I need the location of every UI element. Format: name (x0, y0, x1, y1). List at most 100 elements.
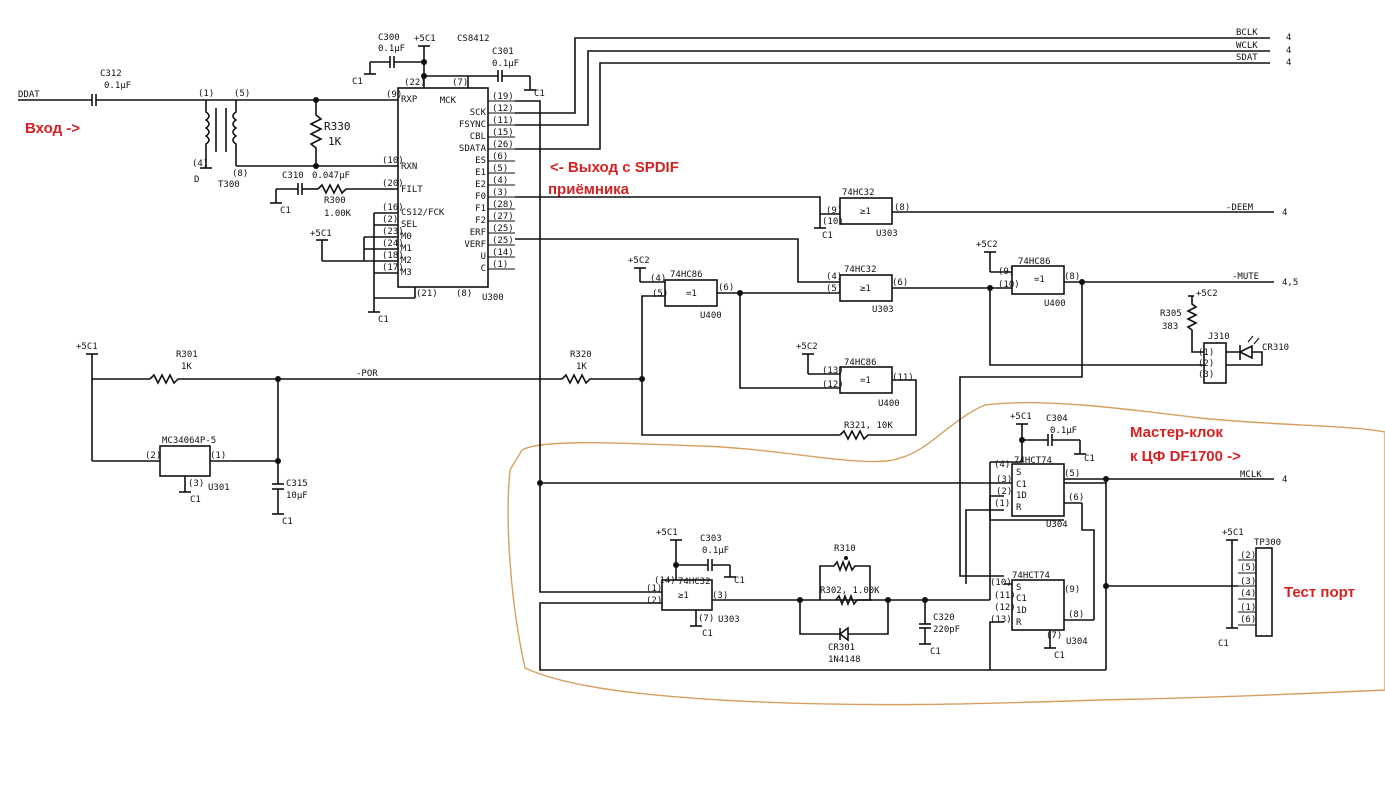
u304b-name: 74HCT74 (1012, 571, 1050, 581)
u304b-label-s: S (1016, 583, 1021, 593)
u400c-pin10: (10) (998, 280, 1020, 290)
r330-value: 1K (328, 135, 342, 148)
u303a-pin8: (8) (894, 203, 910, 213)
u400b-pin12: (12) (822, 380, 844, 390)
p5c2-u400c: +5C2 (976, 240, 998, 250)
c312-value: 0.1µF (104, 81, 131, 91)
svg-text:(1): (1) (492, 260, 508, 270)
svg-text:M2: M2 (401, 256, 412, 266)
c1-u304b: C1 (1054, 651, 1065, 661)
r321-label: R321, 10K (844, 421, 893, 431)
c310-value: 0.047µF (312, 171, 350, 181)
svg-text:(6): (6) (1240, 615, 1256, 625)
svg-text:U: U (481, 252, 486, 262)
annotation-input: Вход -> (25, 120, 80, 137)
t300-pin4: (4) (192, 159, 208, 169)
r301-ref: R301 (176, 350, 198, 360)
annotation-test-port: Тест порт (1284, 584, 1355, 601)
u301-chip (159, 445, 211, 477)
u304b-pin11: (11) (994, 591, 1016, 601)
u400c-pin9: (9) (998, 267, 1014, 277)
svg-text:CBL: CBL (470, 132, 486, 142)
p5c2-r305: +5C2 (1196, 289, 1218, 299)
u400b-name: 74HC86 (844, 358, 877, 368)
svg-text:(5): (5) (492, 164, 508, 174)
svg-text:(10): (10) (382, 156, 404, 166)
svg-text:(3): (3) (1240, 577, 1256, 587)
c315-value: 10µF (286, 491, 308, 501)
svg-text:(20): (20) (382, 179, 404, 189)
u303b-pin6: (6) (892, 278, 908, 288)
u304a-pin5: (5) (1064, 469, 1080, 479)
p5c1-r301: +5C1 (76, 342, 98, 352)
u303b-sym: ≥1 (860, 284, 871, 294)
svg-text:(9): (9) (386, 90, 402, 100)
net-label-wclk: WCLK (1236, 41, 1258, 51)
c300-ref: C300 (378, 33, 400, 43)
c1-u303-deem: C1 (822, 231, 833, 241)
net-ref-mclk: 4 (1282, 475, 1287, 485)
svg-text:C: C (481, 264, 486, 274)
u303a-ref: U303 (876, 229, 898, 239)
svg-text:M0: M0 (401, 232, 412, 242)
u400a-pin5: (5) (652, 289, 668, 299)
annotation-mclk-1: Мастер-клок (1130, 424, 1223, 441)
net-label-bclk: BCLK (1236, 28, 1258, 38)
r301-value: 1K (181, 362, 192, 372)
u300-ref: U300 (482, 293, 504, 303)
c1-c300: C1 (352, 77, 363, 87)
c315-ref: C315 (286, 479, 308, 489)
u303b-name: 74HC32 (844, 265, 877, 275)
svg-text:(28): (28) (492, 200, 514, 210)
c303-ref: C303 (700, 534, 722, 544)
t300-pin5: (5) (234, 89, 250, 99)
svg-text:(23): (23) (382, 227, 404, 237)
r320-value: 1K (576, 362, 587, 372)
p5c2-u400a: +5C2 (628, 256, 650, 266)
svg-text:SDATA: SDATA (459, 144, 487, 154)
u303c-pin3: (3) (712, 591, 728, 601)
svg-text:(27): (27) (492, 212, 514, 222)
c320-value: 220pF (933, 625, 960, 635)
u304b-pin9: (9) (1064, 585, 1080, 595)
u301-pin1: (1) (210, 451, 226, 461)
c1-c301: C1 (534, 89, 545, 99)
svg-text:(25): (25) (492, 224, 514, 234)
u303c-pin7: (7) (698, 614, 714, 624)
j310-connector (1203, 342, 1227, 384)
svg-text:(12): (12) (492, 104, 514, 114)
u304a-name: 74HCT74 (1014, 456, 1052, 466)
u300-chip (397, 87, 489, 288)
u304a-pin4: (4) (994, 460, 1010, 470)
c1-u301: C1 (190, 495, 201, 505)
u303c-sym: ≥1 (678, 591, 689, 601)
net-label-sdat: SDAT (1236, 53, 1258, 63)
svg-text:(17): (17) (382, 263, 404, 273)
u300-name: CS8412 (457, 34, 490, 44)
u304a-flipflop (1011, 463, 1065, 517)
c304-ref: C304 (1046, 414, 1068, 424)
u303c-ref: U303 (718, 615, 740, 625)
u400a-gate (664, 279, 718, 307)
c1-c304: C1 (1084, 454, 1095, 464)
svg-text:(4): (4) (492, 176, 508, 186)
svg-text:F0: F0 (475, 192, 486, 202)
net-label-por: -POR (356, 369, 378, 379)
u304a-pin2: (2) (996, 487, 1012, 497)
svg-text:(24): (24) (382, 239, 404, 249)
svg-text:FSYNC: FSYNC (459, 120, 486, 130)
svg-text:M1: M1 (401, 244, 412, 254)
c303-value: 0.1µF (702, 546, 729, 556)
u304b-label-c1: C1 (1016, 594, 1027, 604)
u304b-pin7: (7) (1046, 631, 1062, 641)
svg-text:(6): (6) (492, 152, 508, 162)
svg-text:E1: E1 (475, 168, 486, 178)
net-label-deem: -DEEM (1226, 203, 1254, 213)
u303c-pin1: (1) (646, 584, 662, 594)
u400c-name: 74HC86 (1018, 257, 1051, 267)
c304-value: 0.1µF (1050, 426, 1077, 436)
u304a-label-r: R (1016, 503, 1022, 513)
net-ref-sdat: 4 (1286, 58, 1291, 68)
u304a-label-c1: C1 (1016, 480, 1027, 490)
